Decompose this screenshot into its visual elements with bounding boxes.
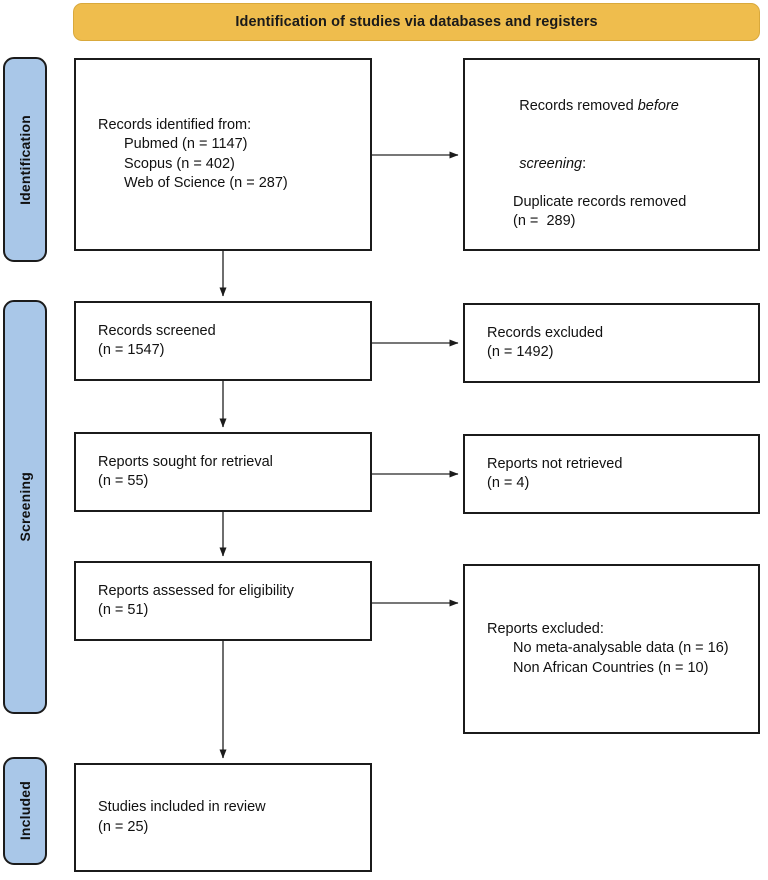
records-identified-scopus: Scopus (n = 402) [124, 155, 235, 172]
records-screened-count: (n = 1547) [98, 342, 165, 358]
reports-assessed-count: (n = 51) [98, 602, 149, 618]
box-reports-assessed-for-eligibility: Reports assessed for eligibility (n = 51… [74, 561, 372, 641]
reports-excluded-reason-1: No meta-analysable data (n = 16) [513, 640, 729, 657]
reports-sought-label: Reports sought for retrieval [98, 453, 273, 470]
records-identified-line-1: Records identified from: [98, 117, 252, 134]
stage-tab-included: Included [3, 757, 47, 865]
box-records-removed-before-screening: Records removed before screening: Duplic… [463, 58, 760, 251]
records-excluded-label: Records excluded [487, 324, 604, 341]
reports-excluded-label: Reports excluded: [487, 621, 604, 638]
records-identified-pubmed: Pubmed (n = 1147) [124, 136, 248, 153]
stage-tab-screening-label: Screening [17, 472, 33, 542]
records-removed-line-1: Records removed before [487, 78, 758, 135]
studies-included-label: Studies included in review [98, 799, 266, 816]
box-reports-sought-for-retrieval: Reports sought for retrieval (n = 55) [74, 432, 372, 512]
stage-tab-identification-label: Identification [17, 114, 33, 205]
records-removed-colon: : [582, 155, 587, 172]
box-records-screened: Records screened (n = 1547) [74, 301, 372, 381]
reports-excluded-reason-2: Non African Countries (n = 10) [513, 659, 709, 676]
reports-sought-count: (n = 55) [98, 473, 149, 489]
records-removed-text-italic-before: before [637, 98, 679, 115]
box-records-identified: Records identified from: Pubmed (n = 114… [74, 58, 372, 251]
records-removed-duplicates: Duplicate records removed [513, 193, 687, 210]
box-records-excluded: Records excluded (n = 1492) [463, 303, 760, 383]
box-studies-included-in-review: Studies included in review (n = 25) [74, 763, 372, 872]
records-removed-text-plain: Records removed [519, 98, 638, 115]
records-identified-web-of-science: Web of Science (n = 287) [124, 174, 288, 191]
diagram-header-banner: Identification of studies via databases … [73, 3, 760, 41]
records-removed-line-2: screening: [487, 135, 758, 192]
box-reports-excluded: Reports excluded: No meta-analysable dat… [463, 564, 760, 734]
studies-included-count: (n = 25) [98, 818, 149, 835]
reports-assessed-label: Reports assessed for eligibility [98, 582, 294, 599]
records-excluded-count: (n = 1492) [487, 344, 554, 360]
stage-tab-screening: Screening [3, 300, 47, 714]
box-reports-not-retrieved: Reports not retrieved (n = 4) [463, 434, 760, 514]
records-removed-text-italic-screening: screening [519, 155, 583, 172]
records-removed-duplicates-count: (n = 289) [513, 212, 576, 229]
diagram-title: Identification of studies via databases … [235, 14, 598, 30]
stage-tab-identification: Identification [3, 57, 47, 262]
reports-not-retrieved-count: (n = 4) [487, 475, 530, 491]
records-screened-label: Records screened [98, 322, 216, 339]
reports-not-retrieved-label: Reports not retrieved [487, 455, 623, 472]
stage-tab-included-label: Included [17, 781, 33, 841]
